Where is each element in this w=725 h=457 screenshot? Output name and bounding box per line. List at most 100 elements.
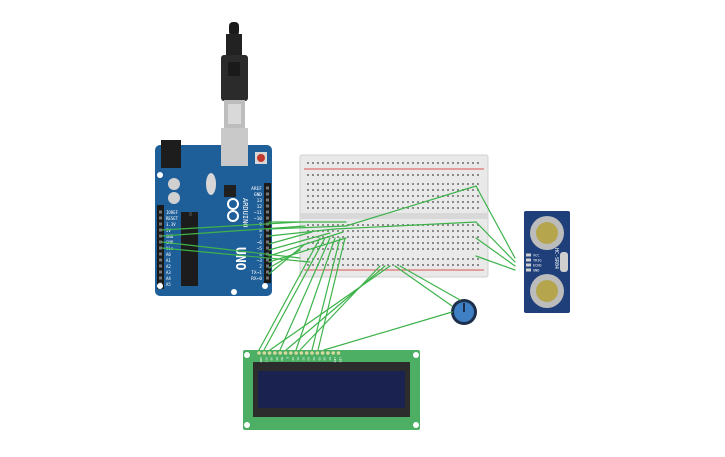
lcd-pin-label: RS [275, 357, 279, 361]
wire[interactable] [268, 231, 313, 245]
wire[interactable] [268, 228, 336, 237]
lcd-pin-label: D4 [312, 357, 316, 361]
lcd-pin-label: LED [333, 357, 337, 363]
reset-button[interactable] [257, 154, 265, 162]
power-pin[interactable] [159, 228, 162, 232]
wire[interactable] [399, 265, 461, 301]
lcd-pin-label: D6 [323, 357, 327, 361]
power-pin[interactable] [159, 246, 162, 250]
wire[interactable] [323, 311, 453, 351]
sensor-pin[interactable] [526, 258, 531, 262]
lcd-pin[interactable] [289, 351, 293, 355]
usb-cable[interactable] [221, 22, 248, 128]
lcd-pin-label: D1 [296, 357, 300, 361]
wire[interactable] [285, 265, 386, 351]
lcd-pin[interactable] [257, 351, 261, 355]
digital-pin[interactable] [266, 276, 269, 280]
wire[interactable] [268, 232, 331, 251]
digital-pin[interactable] [266, 210, 269, 214]
wire[interactable] [269, 265, 391, 351]
digital-pin[interactable] [266, 216, 269, 220]
wire[interactable] [268, 231, 344, 257]
wire[interactable] [161, 241, 301, 259]
power-pin[interactable] [159, 258, 162, 262]
sensor-pin[interactable] [526, 253, 531, 257]
wire[interactable] [268, 243, 306, 275]
digital-pin[interactable] [266, 186, 269, 190]
arduino-uno-board[interactable]: ARDUINO UNO AREFGND1312~11~10~987~6~54~3… [155, 128, 272, 296]
power-pin[interactable] [159, 252, 162, 256]
lcd-pin[interactable] [304, 351, 309, 355]
lcd-pin-label: V0 [270, 357, 274, 361]
lcd-pin[interactable] [326, 351, 330, 355]
lcd-pin[interactable] [278, 351, 283, 355]
wire[interactable] [263, 237, 326, 351]
crystal-icon [206, 173, 216, 195]
digital-pin[interactable] [266, 204, 269, 208]
arduino-logo-icon [227, 198, 239, 222]
wire[interactable] [475, 237, 516, 267]
digital-pin[interactable] [266, 264, 269, 268]
wire[interactable] [161, 247, 311, 263]
wire[interactable] [475, 185, 516, 259]
wire[interactable] [279, 237, 331, 351]
wire[interactable] [299, 265, 381, 351]
lcd-pin[interactable] [294, 351, 298, 355]
wire[interactable] [161, 221, 301, 231]
sensor-pin[interactable] [526, 268, 531, 272]
wire[interactable] [475, 221, 516, 263]
lcd-pin[interactable] [336, 351, 341, 355]
mounting-hole [244, 422, 250, 428]
power-pin[interactable] [159, 240, 162, 244]
power-pin[interactable] [159, 276, 162, 280]
lcd-pin[interactable] [299, 351, 304, 355]
lcd-pin[interactable] [267, 351, 272, 355]
power-pin[interactable] [159, 270, 162, 274]
power-pin-label: 5V [166, 228, 171, 233]
wire[interactable] [317, 237, 346, 351]
wire[interactable] [258, 237, 321, 351]
wires[interactable] [161, 185, 516, 351]
lcd-pin[interactable] [273, 351, 277, 355]
wire[interactable] [345, 185, 477, 227]
wire[interactable] [334, 221, 477, 230]
power-pin[interactable] [159, 264, 162, 268]
digital-pin[interactable] [266, 198, 269, 202]
lcd-pin[interactable] [331, 351, 336, 355]
power-pin[interactable] [159, 210, 162, 214]
lcd-pin[interactable] [310, 351, 314, 355]
digital-pin[interactable] [266, 258, 269, 262]
power-pin-label: A4 [166, 276, 171, 281]
digital-pin[interactable] [266, 270, 269, 274]
digital-pin[interactable] [266, 246, 269, 250]
wire[interactable] [295, 237, 336, 351]
sensor-pin[interactable] [526, 263, 531, 267]
power-pin[interactable] [159, 216, 162, 220]
potentiometer[interactable] [451, 299, 477, 325]
wire[interactable] [475, 255, 516, 271]
power-pin[interactable] [159, 222, 162, 226]
digital-pin[interactable] [266, 228, 269, 232]
wire[interactable] [268, 225, 347, 230]
power-pin[interactable] [159, 234, 162, 238]
power-pin-header[interactable] [157, 205, 164, 289]
lcd-pin[interactable] [283, 351, 288, 355]
lcd-pin[interactable] [315, 351, 320, 355]
transducer-icon [536, 222, 558, 244]
usb-chip [224, 185, 236, 197]
lcd-pin-label: VCC [264, 357, 268, 363]
wire[interactable] [394, 265, 453, 307]
digital-pin[interactable] [266, 192, 269, 196]
breadboard[interactable] [299, 154, 489, 278]
wire[interactable] [161, 225, 306, 237]
lcd-pin[interactable] [262, 351, 267, 355]
breadboard-holes[interactable] [307, 162, 479, 266]
digital-pin[interactable] [266, 240, 269, 244]
digital-pin[interactable] [266, 234, 269, 238]
wire[interactable] [311, 237, 341, 351]
lcd-pin[interactable] [320, 351, 325, 355]
